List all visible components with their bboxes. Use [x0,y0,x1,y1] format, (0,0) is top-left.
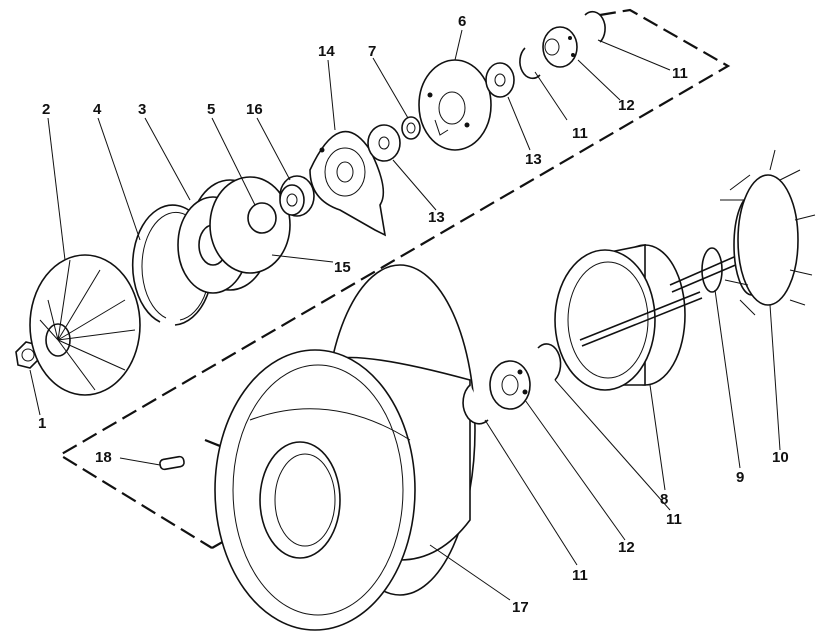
callout-13-a: 13 [525,151,542,168]
callout-labels: 1 2 3 4 5 6 7 8 9 10 11 11 11 11 12 12 1… [38,13,789,616]
part-16-thrust-sleeve [279,175,315,217]
part-17-turbine-housing [214,264,476,631]
part-13-thrust-washer-lower [367,124,401,162]
part-12-bearing-lower [489,360,531,410]
callout-1: 1 [38,415,46,432]
callout-11-b: 11 [572,125,588,142]
callout-9: 9 [736,469,744,486]
callout-4: 4 [93,101,102,118]
part-10-turbine-wheel [669,149,816,316]
part-8-center-housing [554,244,703,391]
callout-12-a: 12 [618,97,635,114]
part-11-retaining-ring-lower-b [537,343,562,381]
callout-12-b: 12 [618,539,635,556]
callout-2: 2 [42,101,50,118]
callout-16: 16 [246,101,263,118]
part-7-thrust-collar [401,116,421,140]
part-18-pin [159,455,185,471]
callout-11-d: 11 [572,567,588,584]
callout-15: 15 [334,259,351,276]
leader-lines [29,29,781,601]
part-11-retaining-ring-upper-a [519,47,541,80]
part-6-thrust-bearing [418,59,492,151]
part-11-retaining-ring-lower-a [462,384,489,425]
part-11-retaining-ring-upper-b [584,10,606,43]
callout-6: 6 [458,13,466,30]
callout-7: 7 [368,43,376,60]
callout-18: 18 [95,449,112,466]
part-13-thrust-washer-upper [485,62,515,98]
callout-8: 8 [660,491,668,508]
callout-3: 3 [138,101,146,118]
callout-11-c: 11 [666,511,682,528]
callout-10: 10 [772,449,789,466]
callout-11-a: 11 [672,65,688,82]
callout-14: 14 [318,43,335,60]
part-12-bearing-upper [542,26,578,68]
callout-13-b: 13 [428,209,445,226]
callout-5: 5 [207,101,215,118]
part-5-seal-ring [247,202,277,234]
callout-17: 17 [512,599,529,616]
part-14-thrust-plate [309,131,387,237]
part-2-compressor-wheel [29,254,141,396]
